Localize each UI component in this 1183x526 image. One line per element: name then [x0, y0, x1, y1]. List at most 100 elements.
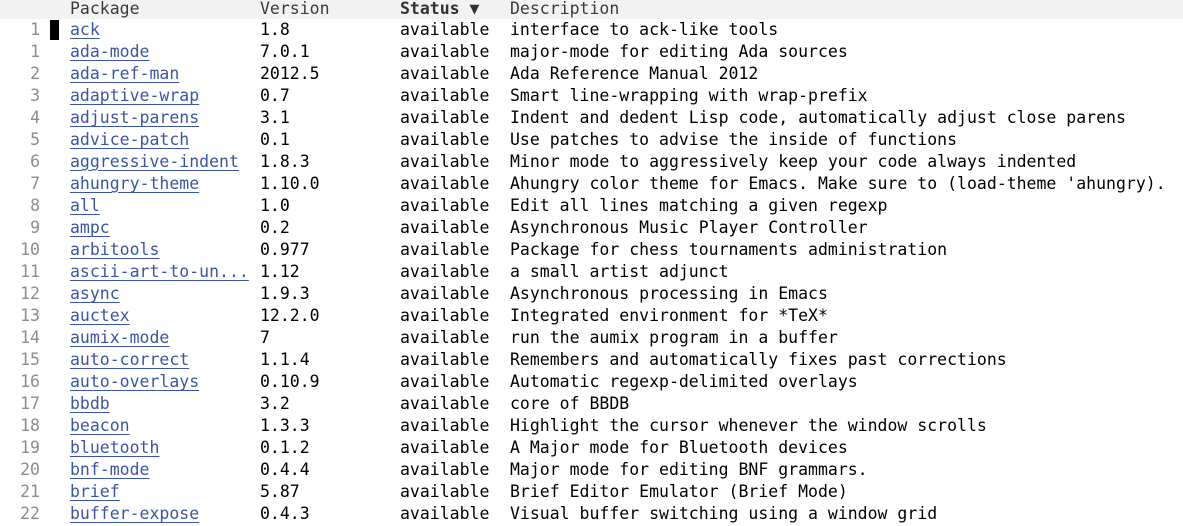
package-name-link[interactable]: auto-correct: [70, 350, 190, 369]
package-name-link[interactable]: all: [70, 196, 100, 215]
line-number: 5: [30, 130, 40, 149]
package-description: major-mode for editing Ada sources: [510, 42, 848, 61]
package-status: available: [400, 240, 490, 259]
line-number: 12: [20, 284, 40, 303]
column-header-version[interactable]: Version: [260, 0, 330, 18]
package-version: 1.8.3: [260, 152, 310, 171]
line-number: 16: [20, 372, 40, 391]
package-name-link[interactable]: bluetooth: [70, 438, 160, 457]
package-version: 1.0: [260, 196, 290, 215]
package-status: available: [400, 42, 490, 61]
package-version: 1.12: [260, 262, 300, 281]
line-number: 22: [20, 504, 40, 523]
package-name-link[interactable]: ack: [70, 20, 100, 39]
package-status: available: [400, 152, 490, 171]
line-number: 18: [20, 416, 40, 435]
package-version: 7: [260, 328, 270, 347]
table-row[interactable]: 2 ada-ref-man 2012.5 available Ada Reference…: [0, 63, 1183, 85]
line-number: 4: [30, 108, 40, 127]
package-name-link[interactable]: arbitools: [70, 240, 160, 259]
package-name-link[interactable]: ada-ref-man: [70, 64, 180, 83]
package-name-link[interactable]: auctex: [70, 306, 130, 325]
package-description: Brief Editor Emulator (Brief Mode): [510, 482, 848, 501]
column-header-description[interactable]: Description: [510, 0, 620, 18]
package-name-link[interactable]: aumix-mode: [70, 328, 170, 347]
package-description: a small artist adjunct: [510, 262, 729, 281]
package-status: available: [400, 86, 490, 105]
package-version: 0.2: [260, 218, 290, 237]
line-number: 8: [30, 196, 40, 215]
package-description: Indent and dedent Lisp code, automatical…: [510, 108, 1126, 127]
package-status: available: [400, 504, 490, 523]
line-number: 17: [20, 394, 40, 413]
line-number: 1: [30, 20, 40, 39]
package-name-link[interactable]: ascii-art-to-un...: [70, 262, 249, 281]
package-name-link[interactable]: ahungry-theme: [70, 174, 200, 193]
package-version: 1.3.3: [260, 416, 310, 435]
package-status: available: [400, 218, 490, 237]
package-name-link[interactable]: beacon: [70, 416, 130, 435]
package-name-link[interactable]: aggressive-indent: [70, 152, 239, 171]
line-number: 14: [20, 328, 40, 347]
package-list-header: Package Version Status ▼ Description: [0, 0, 1183, 19]
package-name-link[interactable]: brief: [70, 482, 120, 501]
package-name-link[interactable]: ampc: [70, 218, 110, 237]
package-status: available: [400, 20, 490, 39]
package-version: 0.10.9: [260, 372, 320, 391]
package-status: available: [400, 262, 490, 281]
package-version: 0.1: [260, 130, 290, 149]
package-version: 3.1: [260, 108, 290, 127]
line-number: 2: [30, 64, 40, 83]
package-status: available: [400, 64, 490, 83]
column-header-status[interactable]: Status ▼: [400, 0, 480, 18]
line-number: 1: [30, 42, 40, 61]
package-status: available: [400, 196, 490, 215]
package-name-link[interactable]: advice-patch: [70, 130, 190, 149]
package-version: 12.2.0: [260, 306, 320, 325]
package-name-link[interactable]: bnf-mode: [70, 460, 150, 479]
line-number: 13: [20, 306, 40, 325]
package-description: Integrated environment for *TeX*: [510, 306, 828, 325]
line-number: 15: [20, 350, 40, 369]
line-number: 11: [20, 262, 40, 281]
line-number: 19: [20, 438, 40, 457]
package-description: Smart line-wrapping with wrap-prefix: [510, 86, 868, 105]
package-name-link[interactable]: bbdb: [70, 394, 110, 413]
package-version: 2012.5: [260, 64, 320, 83]
package-name-link[interactable]: async: [70, 284, 120, 303]
package-name-link[interactable]: ada-mode: [70, 42, 150, 61]
package-version: 0.4.4: [260, 460, 310, 479]
package-name-link[interactable]: auto-overlays: [70, 372, 200, 391]
package-name-link[interactable]: adaptive-wrap: [70, 86, 200, 105]
package-description: Ada Reference Manual 2012: [510, 64, 759, 83]
package-name-link[interactable]: buffer-expose: [70, 504, 200, 523]
line-number: 20: [20, 460, 40, 479]
package-description: A Major mode for Bluetooth devices: [510, 438, 848, 457]
table-row[interactable]: 11 ascii-art-to-un... 1.12 available a small…: [0, 261, 1183, 283]
column-header-package[interactable]: Package: [70, 0, 140, 18]
package-status: available: [400, 482, 490, 501]
package-name-link[interactable]: adjust-parens: [70, 108, 200, 127]
